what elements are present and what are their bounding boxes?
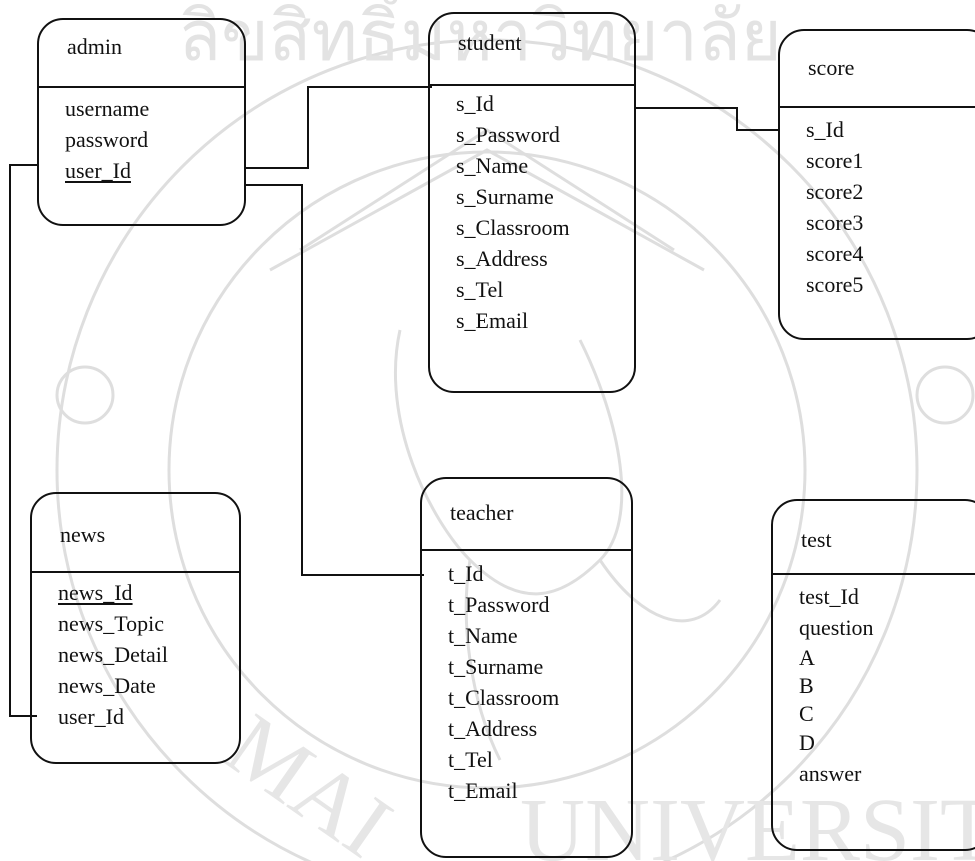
entity-field: score5 bbox=[806, 272, 864, 297]
entity-field: t_Surname bbox=[448, 654, 544, 679]
entity-field: test_Id bbox=[799, 584, 859, 609]
student-score-link bbox=[634, 107, 780, 131]
entity-student: student s_Id s_Password s_Name s_Surname… bbox=[428, 12, 636, 393]
entity-test: test test_Id question A B C D answer bbox=[771, 499, 975, 851]
entity-field: question bbox=[799, 615, 874, 640]
entity-field: t_Classroom bbox=[448, 685, 560, 710]
entity-field: answer bbox=[799, 761, 862, 786]
entity-field: score2 bbox=[806, 179, 864, 204]
entity-admin: admin username password user_Id bbox=[37, 18, 246, 226]
entity-field: s_Classroom bbox=[456, 215, 570, 240]
entity-field: user_Id bbox=[58, 704, 124, 729]
entity-field: s_Id bbox=[456, 91, 494, 116]
entity-field: s_Address bbox=[456, 246, 548, 271]
entity-divider bbox=[39, 86, 244, 88]
entity-field: t_Password bbox=[448, 592, 550, 617]
entity-field: t_Name bbox=[448, 623, 518, 648]
entity-field: news_Date bbox=[58, 673, 156, 698]
entity-field: s_Surname bbox=[456, 184, 554, 209]
entity-field: password bbox=[65, 127, 149, 152]
entity-field: C bbox=[799, 701, 814, 726]
entity-field: t_Id bbox=[448, 561, 484, 586]
entity-field: news_Detail bbox=[58, 642, 168, 667]
entity-field: s_Id bbox=[806, 117, 844, 142]
entity-field: s_Name bbox=[456, 153, 529, 178]
entity-field: A bbox=[799, 645, 815, 670]
admin-teacher-link bbox=[245, 184, 424, 576]
admin-student-link bbox=[245, 86, 432, 169]
entity-field: t_Address bbox=[448, 716, 538, 741]
entity-divider bbox=[773, 573, 975, 575]
entity-field: s_Tel bbox=[456, 277, 504, 302]
entity-news: news news_Id news_Topic news_Detail news… bbox=[30, 492, 241, 764]
entity-divider bbox=[780, 106, 975, 108]
entity-divider bbox=[32, 571, 239, 573]
entity-field: score1 bbox=[806, 148, 864, 173]
entity-field: news_Topic bbox=[58, 611, 164, 636]
entity-field: s_Password bbox=[456, 122, 560, 147]
entity-field: score3 bbox=[806, 210, 864, 235]
entity-field: t_Tel bbox=[448, 747, 493, 772]
entity-field: s_Email bbox=[456, 308, 529, 333]
entity-field: B bbox=[799, 673, 814, 698]
entity-admin-title: admin bbox=[67, 34, 122, 59]
entity-teacher-title: teacher bbox=[450, 500, 514, 525]
entity-field: score4 bbox=[806, 241, 864, 266]
entity-news-title: news bbox=[60, 522, 106, 547]
entity-primary-key: user_Id bbox=[65, 158, 131, 183]
entity-student-title: student bbox=[458, 30, 522, 55]
entity-score: score s_Id score1 score2 score3 score4 s… bbox=[778, 29, 975, 340]
entity-divider bbox=[422, 549, 631, 551]
entity-teacher: teacher t_Id t_Password t_Name t_Surname… bbox=[420, 477, 633, 858]
entity-field: t_Email bbox=[448, 778, 518, 803]
entity-field: username bbox=[65, 96, 150, 121]
entity-field: D bbox=[799, 730, 815, 755]
entity-divider bbox=[430, 84, 634, 86]
entity-primary-key: news_Id bbox=[58, 580, 133, 605]
entity-score-title: score bbox=[808, 55, 855, 80]
entity-test-title: test bbox=[801, 527, 832, 552]
